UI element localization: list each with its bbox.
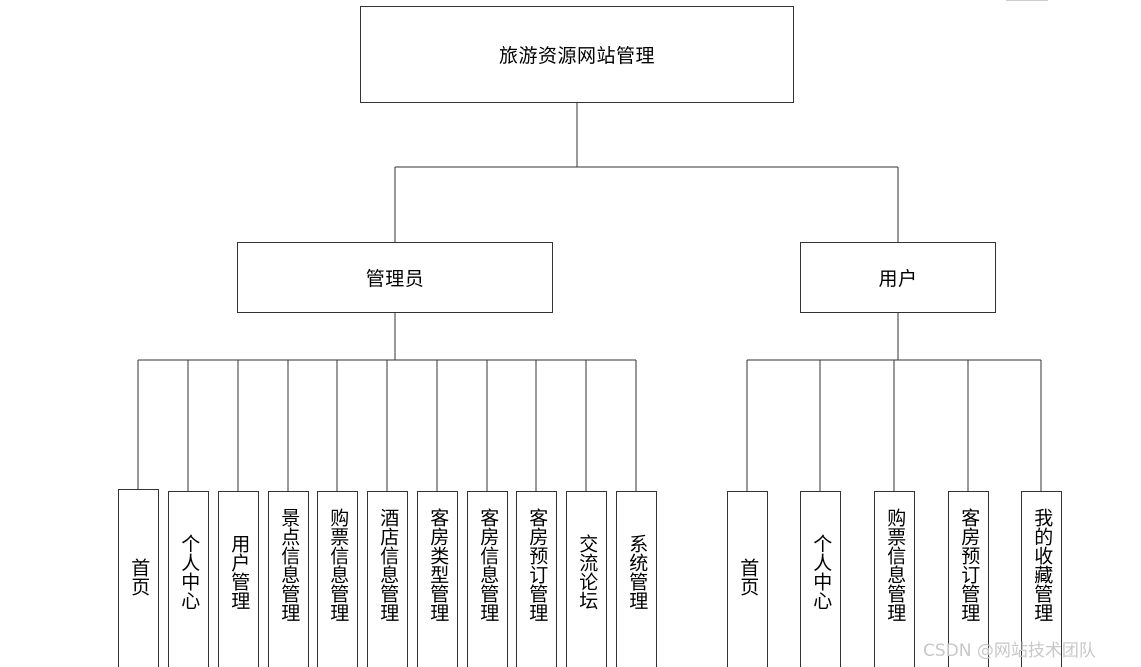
- watermark: CSDN @网站技术团队: [923, 641, 1096, 661]
- leaf-label: 我的收藏管理: [1031, 508, 1054, 622]
- divider: [1006, 0, 1048, 1]
- leaf-node: 首页: [727, 491, 768, 667]
- leaf-node: 客房预订管理: [516, 491, 557, 667]
- leaf-node: 客房信息管理: [467, 491, 508, 667]
- leaf-node: 购票信息管理: [874, 491, 915, 667]
- leaf-label: 用户管理: [228, 534, 251, 610]
- leaf-node: 购票信息管理: [317, 491, 358, 667]
- leaf-label: 交流论坛: [576, 534, 599, 610]
- leaf-label: 首页: [128, 558, 151, 596]
- leaf-label: 客房预订管理: [526, 508, 549, 622]
- leaf-node: 个人中心: [168, 491, 209, 667]
- leaf-node: 个人中心: [800, 491, 841, 667]
- branch-label: 管理员: [365, 268, 425, 290]
- leaf-node: 酒店信息管理: [367, 491, 408, 667]
- leaf-node: 我的收藏管理: [1021, 491, 1062, 667]
- branch-node-user: 用户: [800, 242, 996, 313]
- leaf-label: 个人中心: [178, 534, 201, 610]
- leaf-label: 客房预订管理: [958, 508, 981, 622]
- branch-node-admin: 管理员: [237, 242, 553, 313]
- root-label: 旅游资源网站管理: [498, 45, 655, 67]
- leaf-node: 首页: [118, 489, 159, 667]
- leaf-node: 系统管理: [616, 491, 657, 667]
- leaf-label: 客房类型管理: [427, 508, 450, 622]
- leaf-label: 购票信息管理: [884, 508, 907, 622]
- leaf-label: 购票信息管理: [327, 508, 350, 622]
- branch-label: 用户: [878, 268, 918, 290]
- leaf-node: 交流论坛: [566, 491, 607, 667]
- leaf-label: 酒店信息管理: [377, 508, 400, 622]
- leaf-label: 个人中心: [810, 534, 833, 610]
- leaf-label: 首页: [737, 558, 760, 596]
- leaf-label: 系统管理: [626, 534, 649, 610]
- leaf-label: 客房信息管理: [477, 508, 500, 622]
- leaf-node: 客房类型管理: [417, 491, 458, 667]
- leaf-node: 用户管理: [218, 491, 259, 667]
- leaf-node: 客房预订管理: [948, 491, 989, 667]
- leaf-label: 景点信息管理: [278, 508, 301, 622]
- leaf-node: 景点信息管理: [268, 491, 309, 667]
- root-node: 旅游资源网站管理: [360, 6, 794, 103]
